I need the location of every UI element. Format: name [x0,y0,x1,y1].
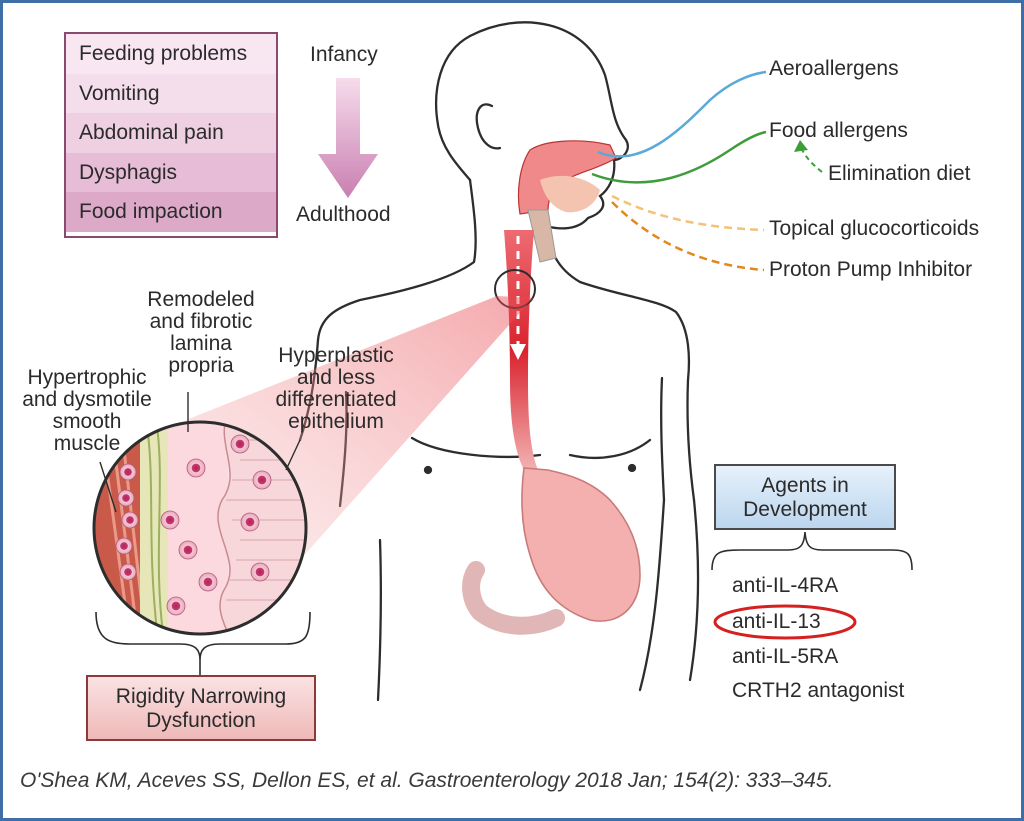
symptom-item: Vomiting [66,73,276,114]
timeline-start-label: Infancy [310,43,378,66]
symptom-table: Feeding problems Vomiting Abdominal pain… [64,32,278,238]
tongue [540,175,600,213]
stomach [521,467,641,622]
outcome-box: Rigidity Narrowing Dysfunction [86,675,316,741]
symptom-item: Food impaction [66,192,276,232]
tissue-magnification [92,420,308,636]
hypertrophic-muscle-label: Hypertrophic and dysmotile smooth muscle [22,366,152,455]
agent-item: CRTH2 antagonist [732,679,905,702]
citation: O'Shea KM, Aceves SS, Dellon ES, et al. … [20,769,834,792]
ppi-line [611,201,765,272]
proton-pump-inhibitor-label: Proton Pump Inhibitor [769,258,973,281]
age-progression-arrow [318,78,378,198]
aeroallergens-label: Aeroallergens [769,57,899,80]
elimination-diet-label: Elimination diet [828,162,971,185]
symptom-item: Abdominal pain [66,113,276,153]
agents-in-development-box: Agents in Development [714,464,896,530]
hyperplastic-epithelium-label: Hyperplastic and less differentiated epi… [275,344,397,433]
agents-bracket [711,531,913,571]
highlight-oval [713,604,857,640]
glucocorticoid-line [611,194,765,232]
leader-epithelium [285,439,301,471]
food-allergen-line [591,130,767,184]
symptom-item: Feeding problems [66,34,276,74]
agent-item: anti-IL-5RA [732,645,839,668]
topical-glucocorticoids-label: Topical glucocorticoids [769,217,980,240]
leader-muscle [99,461,117,513]
agent-item-highlighted: anti-IL-13 [732,610,821,633]
symptom-item: Dysphagis [66,152,276,193]
remodeled-lamina-label: Remodeled and fibrotic lamina propria [147,288,255,377]
timeline-end-label: Adulthood [296,203,391,226]
agent-item: anti-IL-4RA [732,574,839,597]
food-allergens-label: Food allergens [769,119,908,142]
aeroallergen-line [597,70,767,158]
